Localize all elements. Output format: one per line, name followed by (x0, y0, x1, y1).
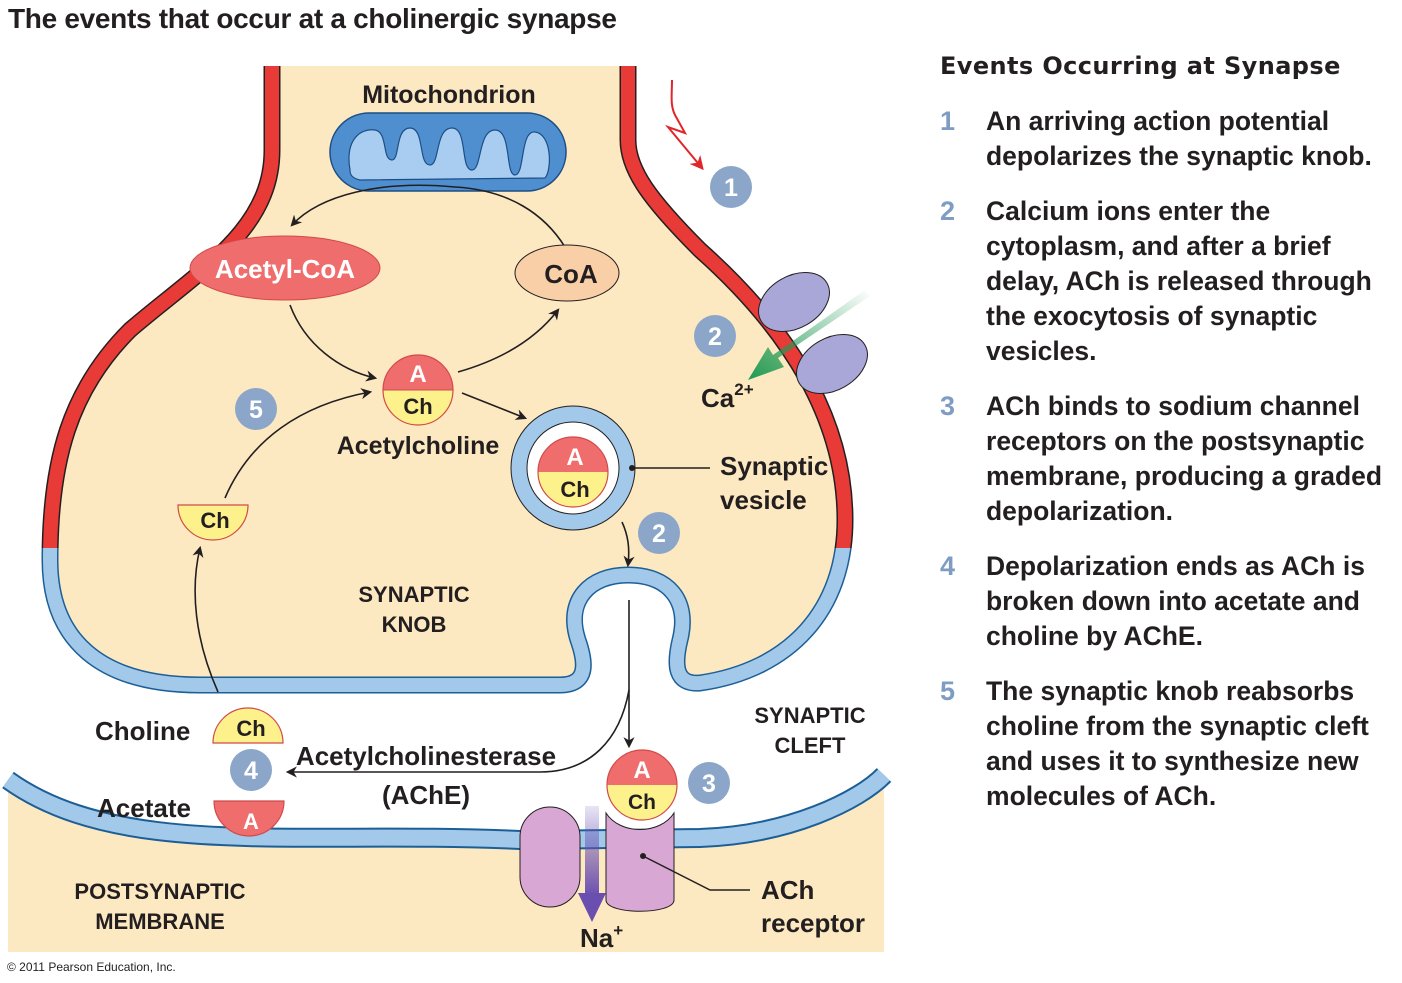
step-badge-3: 3 (688, 762, 730, 804)
event-number: 1 (940, 106, 956, 136)
event-number: 3 (940, 391, 956, 421)
synapse-diagram: Mitochondrion Acetyl-CoA CoA A Ch Acetyl… (2, 66, 892, 953)
choline-reabsorbed: Ch (177, 504, 249, 541)
event-item: 4 Depolarization ends as ACh is broken d… (940, 549, 1400, 654)
calcium-influx-arrow (748, 290, 870, 380)
step-badge-5: 5 (235, 388, 277, 430)
acetyl-coa-label: Acetyl-CoA (215, 254, 355, 284)
bound-acetylcholine: A Ch (606, 749, 678, 821)
choline-fragment-label: Ch (236, 716, 265, 741)
coa-molecule (514, 244, 620, 302)
synaptic-knob-label-2: KNOB (382, 612, 447, 637)
choline-reabsorbed-label: Ch (200, 508, 229, 533)
synaptic-vesicle: A Ch (510, 405, 636, 531)
step-badge-4: 4 (230, 749, 272, 791)
acetyl-group-label: A (409, 361, 426, 388)
event-text: An arriving action potential depolarizes… (986, 106, 1372, 171)
svg-text:3: 3 (702, 770, 716, 798)
copyright-notice: © 2011 Pearson Education, Inc. (7, 960, 176, 974)
acetylcholine-molecule: A Ch (382, 354, 454, 426)
mitochondrion (329, 112, 567, 192)
event-item: 5 The synaptic knob reabsorbs choline fr… (940, 674, 1400, 814)
arrow-mito-to-acetylcoa (290, 184, 456, 227)
acetyl-coa-molecule (189, 235, 381, 301)
event-number: 2 (940, 196, 956, 226)
synaptic-knob-label-1: SYNAPTIC (358, 582, 469, 607)
event-item: 3 ACh binds to sodium channel receptors … (940, 389, 1400, 529)
sodium-ion-label: Na+ (580, 921, 623, 953)
event-number: 4 (940, 551, 956, 581)
postsynaptic-label-2: MEMBRANE (95, 909, 225, 934)
ache-label-1: Acetylcholinesterase (296, 741, 556, 771)
event-item: 2 Calcium ions enter the cytoplasm, and … (940, 194, 1400, 369)
step-badge-1: 1 (710, 166, 752, 208)
arrow-ach-to-coa (457, 308, 560, 373)
bound-choline-label: Ch (628, 791, 656, 814)
acetate-fragment-label: A (243, 809, 259, 834)
arrow-cleft-choline-to-knob (192, 545, 219, 693)
arrow-coa-to-mito (454, 186, 566, 248)
event-text: Depolarization ends as ACh is broken dow… (986, 551, 1365, 651)
choline-fragment: Ch (212, 707, 284, 744)
vesicle-acetyl-label: A (566, 444, 583, 471)
ach-receptor-label-2: receptor (761, 908, 865, 938)
acetylcholine-label: Acetylcholine (337, 432, 500, 460)
event-text: Calcium ions enter the cytoplasm, and af… (986, 196, 1372, 366)
ache-label-2: (AChE) (382, 780, 470, 810)
ach-receptor-label-1: ACh (761, 875, 814, 905)
receptor-leader-line (642, 855, 750, 891)
arrow-ache-to-products (285, 689, 630, 778)
sodium-influx-arrow (585, 806, 599, 896)
svg-text:1: 1 (724, 174, 738, 202)
events-panel: Events Occurring at Synapse 1 An arrivin… (940, 52, 1400, 834)
postsynaptic-label-1: POSTSYNAPTIC (74, 879, 245, 904)
svg-text:5: 5 (249, 396, 263, 424)
event-item: 1 An arriving action potential depolariz… (940, 104, 1400, 174)
synaptic-vesicle-label-2: vesicle (720, 485, 807, 515)
calcium-channel (748, 272, 870, 394)
acetate-fragment: A (213, 800, 285, 837)
mitochondrion-label: Mitochondrion (362, 81, 536, 109)
action-potential-arrow (664, 79, 704, 171)
events-heading: Events Occurring at Synapse (940, 52, 1341, 80)
event-text: The synaptic knob reabsorbs choline from… (986, 676, 1369, 811)
bound-acetyl-label: A (633, 757, 650, 784)
svg-text:2: 2 (708, 323, 722, 351)
presynaptic-membrane-depolarized (43, 66, 853, 548)
arrow-acetylcoa-to-ach (289, 304, 378, 382)
figure-title: The events that occur at a cholinergic s… (8, 3, 617, 34)
arrow-choline-to-ach (224, 388, 373, 499)
step-badge-2-exocytosis: 2 (638, 512, 680, 554)
event-text: ACh binds to sodium channel receptors on… (986, 391, 1383, 526)
ach-receptor (605, 811, 675, 912)
choline-group-label: Ch (403, 394, 432, 419)
arrow-vesicle-to-membrane (621, 521, 635, 568)
acetate-label: Acetate (97, 793, 191, 823)
synaptic-cleft-label-2: CLEFT (775, 733, 846, 758)
arrow-ach-to-vesicle (461, 392, 528, 420)
svg-text:2: 2 (652, 520, 666, 548)
coa-label: CoA (544, 259, 598, 289)
event-number: 5 (940, 676, 956, 706)
svg-text:4: 4 (244, 757, 258, 785)
calcium-ion-label: Ca2+ (701, 380, 754, 413)
step-badge-2-calcium: 2 (694, 315, 736, 357)
synaptic-cleft-label-1: SYNAPTIC (754, 703, 865, 728)
vesicle-choline-label: Ch (560, 477, 589, 502)
choline-label: Choline (95, 716, 190, 746)
sodium-channel-subunit (519, 806, 581, 908)
presynaptic-membrane-resting (42, 548, 851, 692)
synaptic-vesicle-label-1: Synaptic (720, 451, 828, 481)
